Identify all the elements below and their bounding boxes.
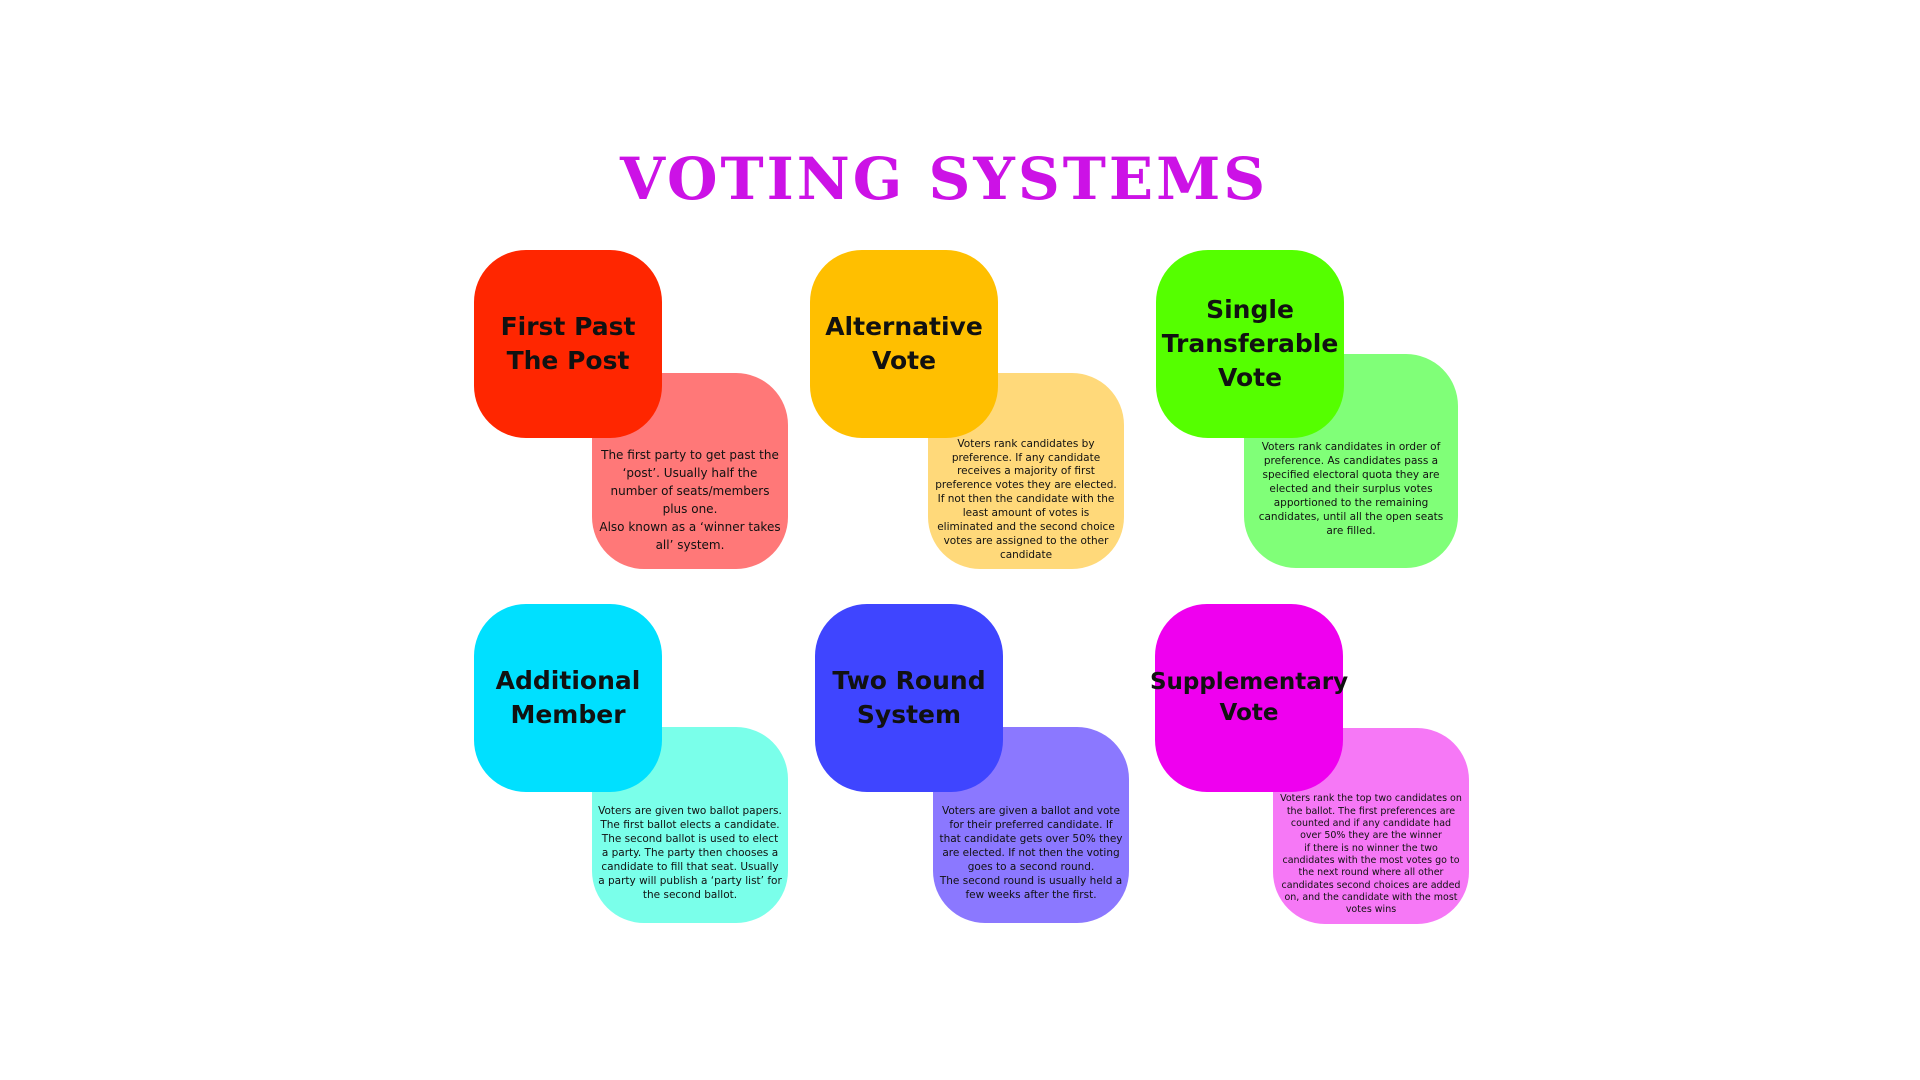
- card-title: First Past The Post: [474, 250, 662, 438]
- card-title: Alternative Vote: [810, 250, 998, 438]
- card-title: Supplementary Vote: [1150, 604, 1348, 792]
- card-alternative-vote: Voters rank candidates by preference. If…: [810, 250, 1130, 575]
- card-two-round-system: Voters are given a ballot and vote for t…: [815, 604, 1135, 929]
- page-title: VOTING SYSTEMS: [620, 145, 1269, 213]
- card-title: Additional Member: [474, 604, 662, 792]
- card-title: Single Transferable Vote: [1156, 250, 1344, 438]
- card-description: The first party to get past the ‘post’. …: [592, 373, 788, 569]
- card-single-transferable-vote: Voters rank candidates in order of prefe…: [1156, 250, 1476, 575]
- card-first-past-the-post: The first party to get past the ‘post’. …: [474, 250, 794, 575]
- card-description: Voters are given two ballot papers. The …: [592, 727, 788, 923]
- card-description: Voters rank candidates by preference. If…: [928, 373, 1124, 569]
- card-supplementary-vote: Voters rank the top two candidates on th…: [1150, 604, 1475, 929]
- card-additional-member: Voters are given two ballot papers. The …: [474, 604, 794, 929]
- card-title: Two Round System: [815, 604, 1003, 792]
